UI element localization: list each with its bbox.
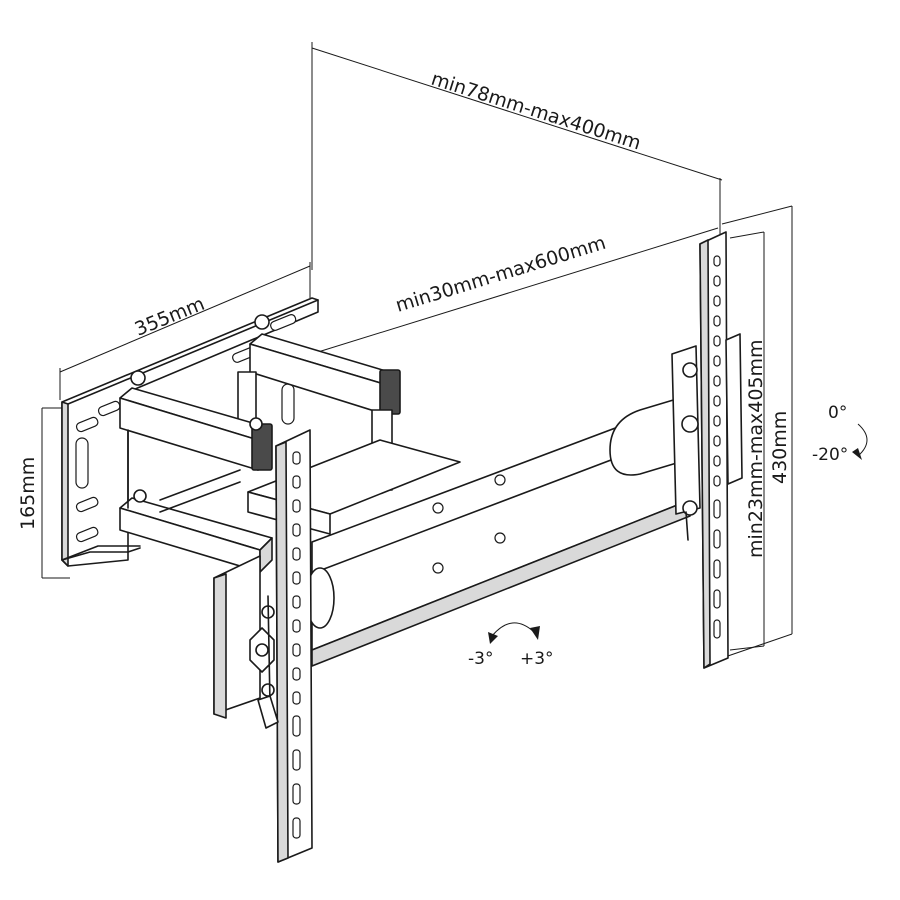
left-tv-bracket: [213, 429, 313, 863]
dimension-lines: [41, 42, 793, 659]
right-tv-bracket: [699, 231, 743, 669]
wall-width-label: 355mm: [132, 293, 208, 341]
wall-height-label: 165mm: [17, 457, 39, 530]
angle-labels: 0° -20° -3° +3°: [468, 403, 848, 669]
left-bracket-slots: [292, 451, 301, 839]
tilt-top-label: 0°: [828, 403, 847, 423]
right-bracket-slots: [713, 255, 721, 639]
vesa-vertical-label: min23mm-max405mm: [745, 339, 767, 558]
swivel-arrow-icon: [488, 622, 540, 644]
tv-cross-plate: [305, 345, 701, 667]
tilt-arrow-icon: [852, 423, 868, 460]
wall-plate: [61, 297, 319, 567]
tilt-knob-icon: [249, 595, 279, 729]
swivel-right-label: +3°: [520, 649, 554, 669]
depth-label: min78mm-max400mm: [428, 68, 643, 155]
extension-label: min30mm-max600mm: [393, 232, 608, 317]
swivel-left-label: -3°: [468, 649, 493, 669]
tilt-bottom-label: -20°: [812, 445, 848, 465]
total-height-label: 430mm: [769, 411, 791, 484]
articulating-arms: [119, 314, 461, 573]
